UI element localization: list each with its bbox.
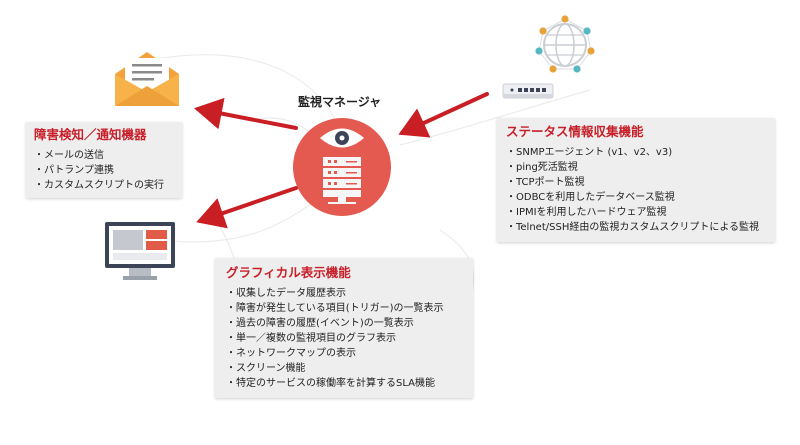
graphical-panel: グラフィカル表示機能 収集したデータ履歴表示 障害が発生している項目(トリガー)… [215,258,473,398]
list-item: SNMPエージェント (v1、v2、v3) [506,145,775,160]
list-item: ネットワークマップの表示 [226,346,473,361]
graphical-panel-title: グラフィカル表示機能 [226,265,351,280]
network-globe-icon [535,15,595,73]
graphical-panel-list: 収集したデータ履歴表示 障害が発生している項目(トリガー)の一覧表示 過去の障害… [226,286,473,391]
status-panel-title: ステータス情報収集機能 [506,124,644,139]
list-item: パトランプ連携 [34,163,182,178]
list-item: TCPポート監視 [506,175,775,190]
arrows [194,92,489,229]
list-item: 収集したデータ履歴表示 [226,286,473,301]
manager-label: 監視マネージャ [298,95,382,109]
monitor-icon [105,222,175,280]
arrow-to-display [196,186,298,229]
alert-panel-list: メールの送信 パトランプ連携 カスタムスクリプトの実行 [34,148,182,193]
list-item: メールの送信 [34,148,182,163]
list-item: ping死活監視 [506,160,775,175]
alert-panel-title: 障害検知／通知機器 [34,127,147,142]
list-item: 特定のサービスの稼働率を計算するSLA機能 [226,376,473,391]
list-item: IPMIを利用したハードウェア監視 [506,205,775,220]
list-item: ODBCを利用したデータベース監視 [506,190,775,205]
router-icon [502,83,554,99]
envelope-icon [115,52,179,106]
list-item: カスタムスクリプトの実行 [34,178,182,193]
list-item: 過去の障害の履歴(イベント)の一覧表示 [226,316,473,331]
eye-server-icon [293,118,391,216]
arrow-to-alert [194,97,298,130]
list-item: Telnet/SSH経由の監視カスタムスクリプトによる監視 [506,220,775,235]
status-panel: ステータス情報収集機能 SNMPエージェント (v1、v2、v3) ping死活… [497,118,775,242]
list-item: 障害が発生している項目(トリガー)の一覧表示 [226,301,473,316]
status-panel-list: SNMPエージェント (v1、v2、v3) ping死活監視 TCPポート監視 … [506,145,775,235]
alert-panel: 障害検知／通知機器 メールの送信 パトランプ連携 カスタムスクリプトの実行 [26,122,182,198]
list-item: スクリーン機能 [226,361,473,376]
list-item: 単一／複数の監視項目のグラフ表示 [226,331,473,346]
arrow-from-status [398,92,489,138]
